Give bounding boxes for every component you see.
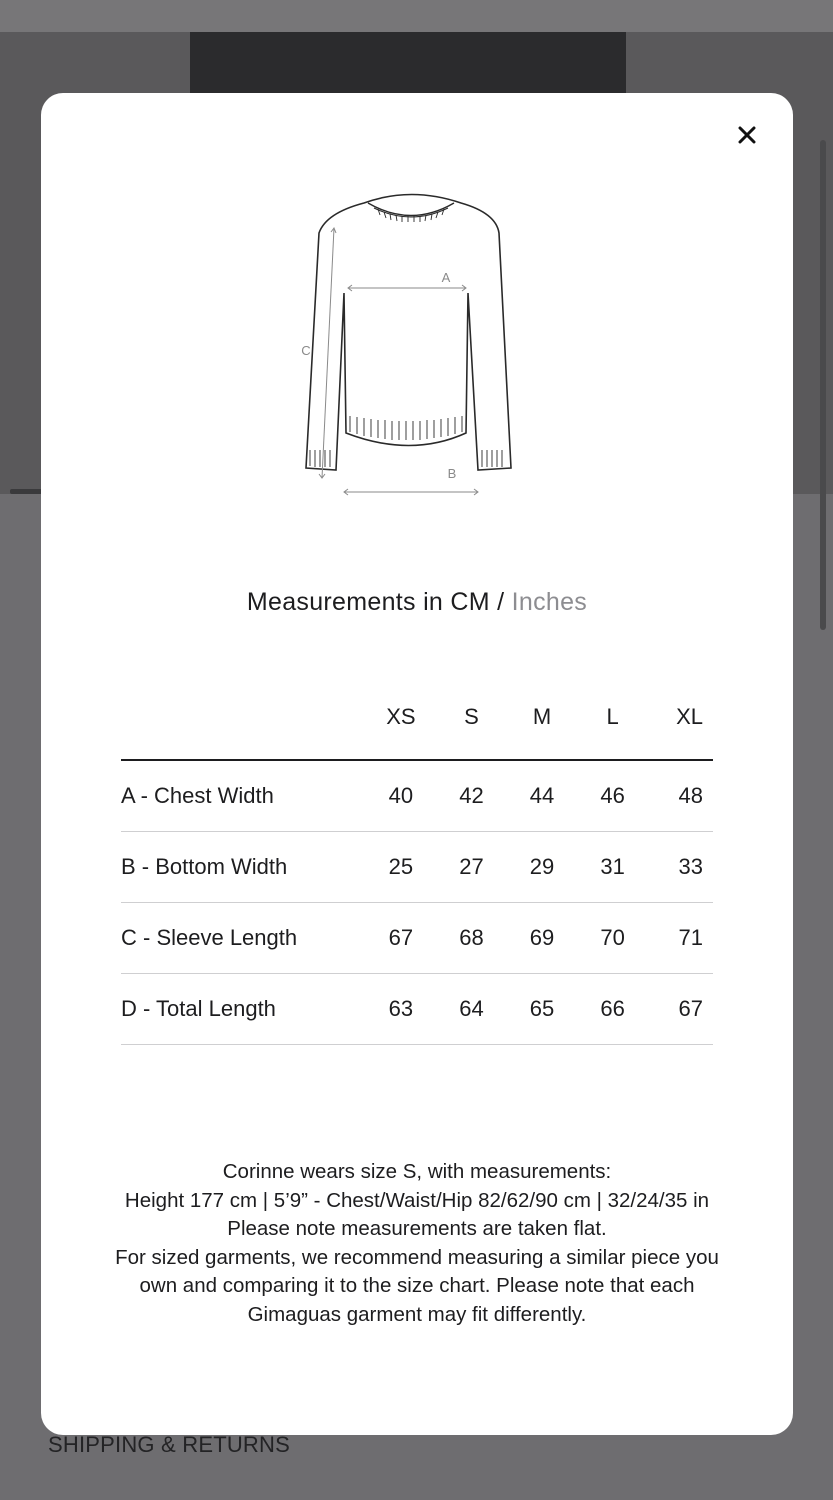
table-cell: 63 — [388, 996, 414, 1021]
close-icon — [738, 126, 756, 144]
table-cell: 69 — [529, 925, 555, 950]
units-prefix: Measurements in — [246, 588, 451, 616]
size-header-l: L — [606, 704, 619, 729]
row-label: D - Total Length — [121, 996, 276, 1021]
table-cell: 29 — [529, 854, 555, 879]
table-cell: 40 — [388, 783, 414, 808]
row-label: A - Chest Width — [121, 783, 274, 808]
flat-measurement-note: Please note measurements are taken flat. — [227, 1217, 607, 1240]
size-chart-table: XS S M L XL A - Chest Width 40 42 44 46 … — [121, 698, 713, 1045]
size-header-xl: XL — [676, 704, 703, 729]
background-gallery-indicator — [10, 489, 42, 494]
table-row: D - Total Length 63 64 65 66 67 — [121, 974, 713, 1045]
table-cell: 67 — [678, 996, 703, 1021]
table-cell: 46 — [600, 783, 625, 808]
measurement-units-heading: Measurements in CM / Inches — [41, 588, 793, 617]
fit-recommendation-note: For sized garments, we recommend measuri… — [115, 1245, 719, 1326]
table-cell: 68 — [459, 925, 484, 950]
size-header-xs: XS — [386, 704, 416, 729]
model-size-line: Corinne wears size S, with measurements: — [222, 1160, 612, 1183]
table-cell: 66 — [600, 996, 625, 1021]
table-cell: 25 — [388, 854, 414, 879]
table-cell: 65 — [529, 996, 555, 1021]
row-label: B - Bottom Width — [121, 854, 288, 879]
table-cell: 67 — [388, 925, 414, 950]
table-cell: 71 — [678, 925, 703, 950]
units-separator: / — [489, 588, 512, 616]
diagram-label-c: C — [301, 343, 310, 358]
background-top-bar — [0, 0, 833, 32]
table-cell: 48 — [678, 783, 703, 808]
table-row: B - Bottom Width 25 27 29 31 33 — [121, 832, 713, 903]
table-cell: 27 — [459, 854, 484, 879]
size-header-m: M — [532, 704, 552, 729]
table-cell: 44 — [529, 783, 555, 808]
table-cell: 42 — [459, 783, 484, 808]
sweater-measurement-diagram: A B C D — [256, 188, 601, 608]
table-cell: 70 — [600, 925, 625, 950]
shipping-returns-link[interactable]: SHIPPING & RETURNS — [48, 1432, 290, 1457]
fit-information-note: Corinne wears size S, with measurements:… — [101, 1158, 733, 1329]
unit-toggle-inches[interactable]: Inches — [511, 588, 588, 616]
size-guide-modal: A B C D Measurements in CM / Inches XS — [41, 93, 793, 1435]
table-cell: 64 — [459, 996, 484, 1021]
header-empty-cell — [121, 698, 366, 760]
table-cell: 33 — [678, 854, 703, 879]
table-cell: 31 — [600, 854, 625, 879]
size-header-s: S — [464, 704, 479, 729]
model-measurements-line: Height 177 cm | 5’9” - Chest/Waist/Hip 8… — [124, 1188, 710, 1212]
scrollbar[interactable] — [820, 140, 826, 630]
close-button[interactable] — [729, 117, 765, 153]
unit-toggle-cm[interactable]: CM — [450, 588, 490, 616]
table-row: C - Sleeve Length 67 68 69 70 71 — [121, 903, 713, 974]
diagram-label-a: A — [442, 270, 451, 285]
table-row: A - Chest Width 40 42 44 46 48 — [121, 760, 713, 832]
diagram-label-b: B — [448, 466, 457, 481]
row-label: C - Sleeve Length — [121, 925, 298, 950]
size-header-row: XS S M L XL — [121, 698, 713, 760]
sweater-outline-icon: A B C D — [301, 193, 601, 496]
